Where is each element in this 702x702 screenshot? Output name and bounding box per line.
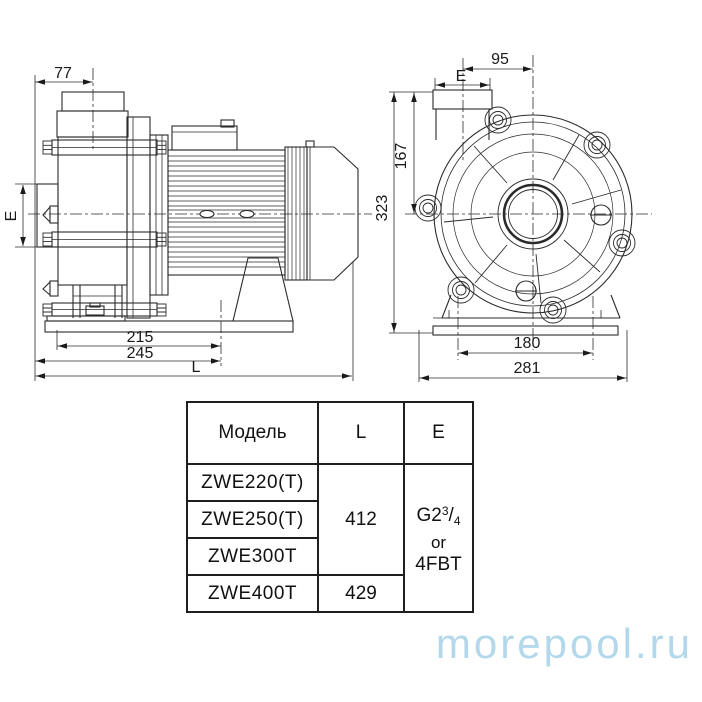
watermark-logo: morepool.ru [435, 620, 693, 667]
dim-180: 180 [514, 335, 541, 352]
bolt-lugs [414, 106, 636, 324]
table-header-l: L [317, 401, 405, 465]
discharge-port [432, 89, 493, 140]
side-base-plate [44, 315, 294, 333]
dim-l: L [192, 359, 201, 376]
model-cell: ZWE300T [186, 537, 319, 576]
dim-215: 215 [127, 329, 154, 346]
pump-bracket [72, 285, 123, 318]
dim-e-front: E [456, 68, 467, 85]
pump-head [36, 91, 169, 319]
table-row: ZWE400T 429 [186, 574, 473, 613]
e-value-cell: G23/4 or 4FBT [403, 463, 474, 613]
front-view: 95 E 167 323 180 281 [374, 51, 652, 382]
table-header-e: E [403, 401, 474, 465]
front-centerlines [405, 55, 652, 360]
pump-casing-front [414, 89, 636, 336]
dim-323: 323 [374, 195, 391, 222]
front-dim-labels: 95 E 167 323 180 281 [374, 51, 540, 377]
terminal-box [171, 119, 238, 151]
side-dim-arrows [20, 79, 351, 379]
dim-77: 77 [54, 65, 72, 82]
ribs [443, 134, 622, 304]
e-value-thread: G23/4 [416, 504, 461, 528]
drain-cocks [42, 205, 59, 297]
model-cell: ZWE220(T) [186, 463, 319, 502]
side-view: 77 E 215 245 L [3, 65, 372, 381]
dim-281: 281 [514, 360, 541, 377]
dim-245: 245 [127, 345, 154, 362]
dimension-table: Модель L E ZWE220(T) 412 G23/4 or 4FBT Z… [186, 401, 474, 613]
side-dimensions [15, 75, 354, 381]
model-cell: ZWE250(T) [186, 500, 319, 539]
table-header-model: Модель [186, 401, 319, 465]
l-value-group2: 429 [317, 574, 405, 613]
dim-95: 95 [491, 51, 509, 68]
l-value-group1: 412 [317, 463, 405, 576]
front-base [432, 294, 621, 336]
slotted-plugs [515, 204, 612, 302]
table-row: ZWE220(T) 412 G23/4 or 4FBT [186, 463, 474, 613]
e-value-or: or [430, 533, 447, 552]
side-dim-labels: 77 E 215 245 L [3, 65, 201, 376]
motor-end-cap [306, 146, 359, 281]
technical-drawing: 77 E 215 245 L [3, 51, 652, 382]
table-row: ZWE300T [186, 537, 473, 576]
e-value-alt: 4FBT [415, 554, 462, 575]
motor-fins [168, 155, 285, 268]
dim-e-side: E [3, 211, 20, 222]
hex-bolts [42, 140, 167, 317]
motor-foot [232, 257, 294, 322]
model-cell: ZWE400T [186, 574, 319, 613]
front-dim-arrows [391, 66, 626, 381]
dim-167: 167 [393, 143, 410, 170]
table-row: ZWE250(T) [186, 500, 473, 539]
motor [167, 119, 359, 322]
